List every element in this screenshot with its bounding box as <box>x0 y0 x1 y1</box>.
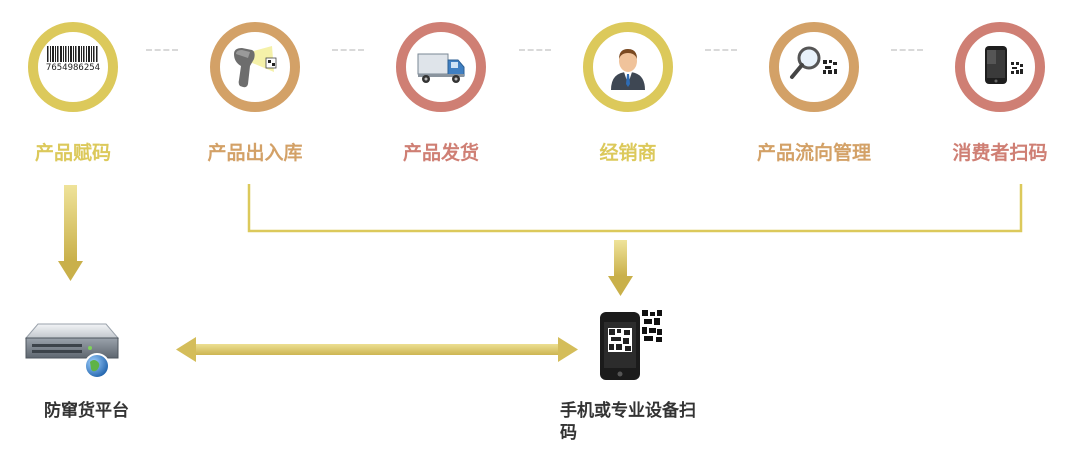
arrow-down-to-platform <box>58 185 83 281</box>
step-label-shipping: 产品发货 <box>402 142 479 164</box>
smartphone-qr-icon <box>965 32 1035 102</box>
step-ring-product-coding: 7654986254 <box>28 22 118 112</box>
step-connector-dash <box>891 49 923 51</box>
step-ring-shipping <box>396 22 486 112</box>
step-label-product-coding: 产品赋码 <box>34 142 111 164</box>
step-label-consumer-scan: 消费者扫码 <box>952 142 1048 164</box>
collection-bracket <box>247 184 1023 233</box>
step-connector-dash <box>705 49 737 51</box>
magnifier-qr-icon <box>779 32 849 102</box>
phone-qr-scan-icon <box>596 306 668 382</box>
delivery-truck-icon <box>406 32 476 102</box>
step-label-dealer: 经销商 <box>599 142 657 164</box>
platform-label: 防窜货平台 <box>44 401 129 421</box>
device-label-line2: 码 <box>560 423 577 443</box>
server-globe-icon <box>24 318 120 380</box>
dealer-person-icon <box>593 32 663 102</box>
step-ring-flow-management <box>769 22 859 112</box>
barcode-number: 7654986254 <box>45 63 101 73</box>
step-connector-dash <box>519 49 551 51</box>
step-connector-dash <box>146 49 178 51</box>
device-label: 手机或专业设备扫 码 <box>560 400 740 444</box>
barcode-scanner-icon <box>220 32 290 102</box>
arrow-down-to-device <box>608 240 633 296</box>
step-label-warehousing: 产品出入库 <box>207 142 303 164</box>
arrow-bidirectional <box>176 337 578 362</box>
barcode-icon: 7654986254 <box>38 32 108 102</box>
step-connector-dash <box>332 49 364 51</box>
step-label-flow-management: 产品流向管理 <box>756 142 871 164</box>
step-ring-warehousing <box>210 22 300 112</box>
device-label-line1: 手机或专业设备扫 <box>560 401 696 421</box>
step-ring-consumer-scan <box>955 22 1045 112</box>
step-ring-dealer <box>583 22 673 112</box>
